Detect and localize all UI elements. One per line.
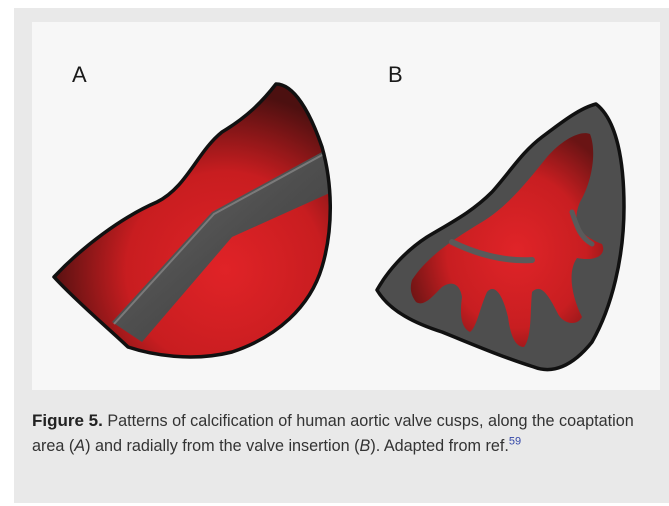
cusp-a <box>54 84 332 357</box>
cusp-b <box>377 104 624 370</box>
figure-number: Figure 5. <box>32 411 103 430</box>
caption-italic-a: A <box>74 437 85 455</box>
caption-text-3: ). Adapted from ref. <box>370 437 509 455</box>
caption-italic-b: B <box>360 437 371 455</box>
figure-frame: A B Figure 5. Patterns of calcification … <box>14 8 669 503</box>
figure-caption: Figure 5. Patterns of calcification of h… <box>32 408 660 459</box>
panel-label-b: B <box>388 62 403 88</box>
caption-text-2: ) and radially from the valve insertion … <box>85 437 359 455</box>
reference-link[interactable]: 59 <box>509 436 521 448</box>
cusp-illustrations <box>32 22 660 390</box>
panel-label-a: A <box>72 62 87 88</box>
figure-artwork: A B <box>32 22 660 390</box>
